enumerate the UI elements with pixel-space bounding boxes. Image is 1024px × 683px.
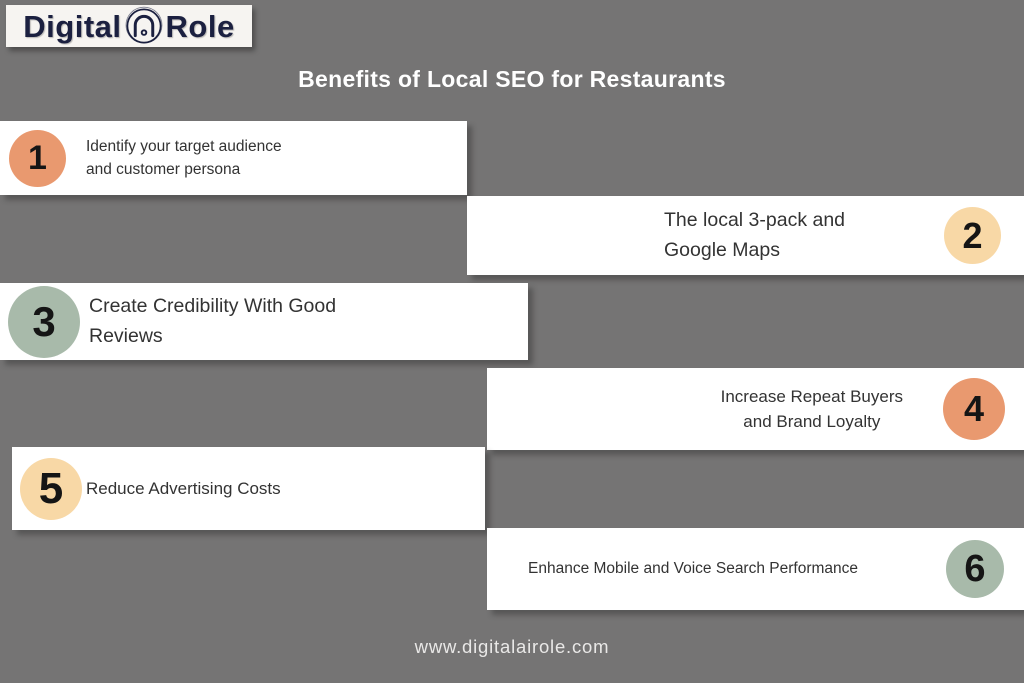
item-label: Identify your target audience and custom…	[86, 137, 282, 178]
item-number-badge: 1	[9, 129, 66, 187]
benefit-bar-1: 1 Identify your target audience and cust…	[0, 121, 467, 195]
item-label: Increase Repeat Buyers and Brand Loyalty	[720, 386, 903, 432]
item-label: The local 3-pack and Google Maps	[664, 209, 846, 261]
brand-name-right: Role	[165, 8, 235, 44]
item-number-badge: 3	[8, 285, 80, 358]
item-label: Create Credibility With Good Reviews	[89, 295, 337, 347]
brand-logo: Digital Role	[6, 5, 252, 47]
page-title: Benefits of Local SEO for Restaurants	[298, 66, 726, 92]
brand-name-left: Digital	[23, 8, 122, 44]
benefit-bar-4: Increase Repeat Buyers and Brand Loyalty…	[487, 368, 1024, 450]
benefit-bar-3: 3 Create Credibility With Good Reviews	[0, 283, 528, 360]
benefit-bar-5: 5 Reduce Advertising Costs	[12, 447, 485, 530]
benefit-bar-6: Enhance Mobile and Voice Search Performa…	[487, 528, 1024, 610]
item-label: Enhance Mobile and Voice Search Performa…	[528, 560, 859, 578]
item-number-badge: 2	[944, 207, 1001, 264]
item-label: Reduce Advertising Costs	[86, 478, 281, 498]
website-url: www.digitalairole.com	[414, 636, 610, 657]
a-swirl-circle-icon	[125, 6, 162, 44]
item-number-badge: 6	[946, 540, 1004, 598]
benefit-bar-2: The local 3-pack and Google Maps 2	[467, 196, 1024, 275]
item-number-badge: 5	[20, 457, 82, 520]
item-number-badge: 4	[943, 378, 1005, 440]
